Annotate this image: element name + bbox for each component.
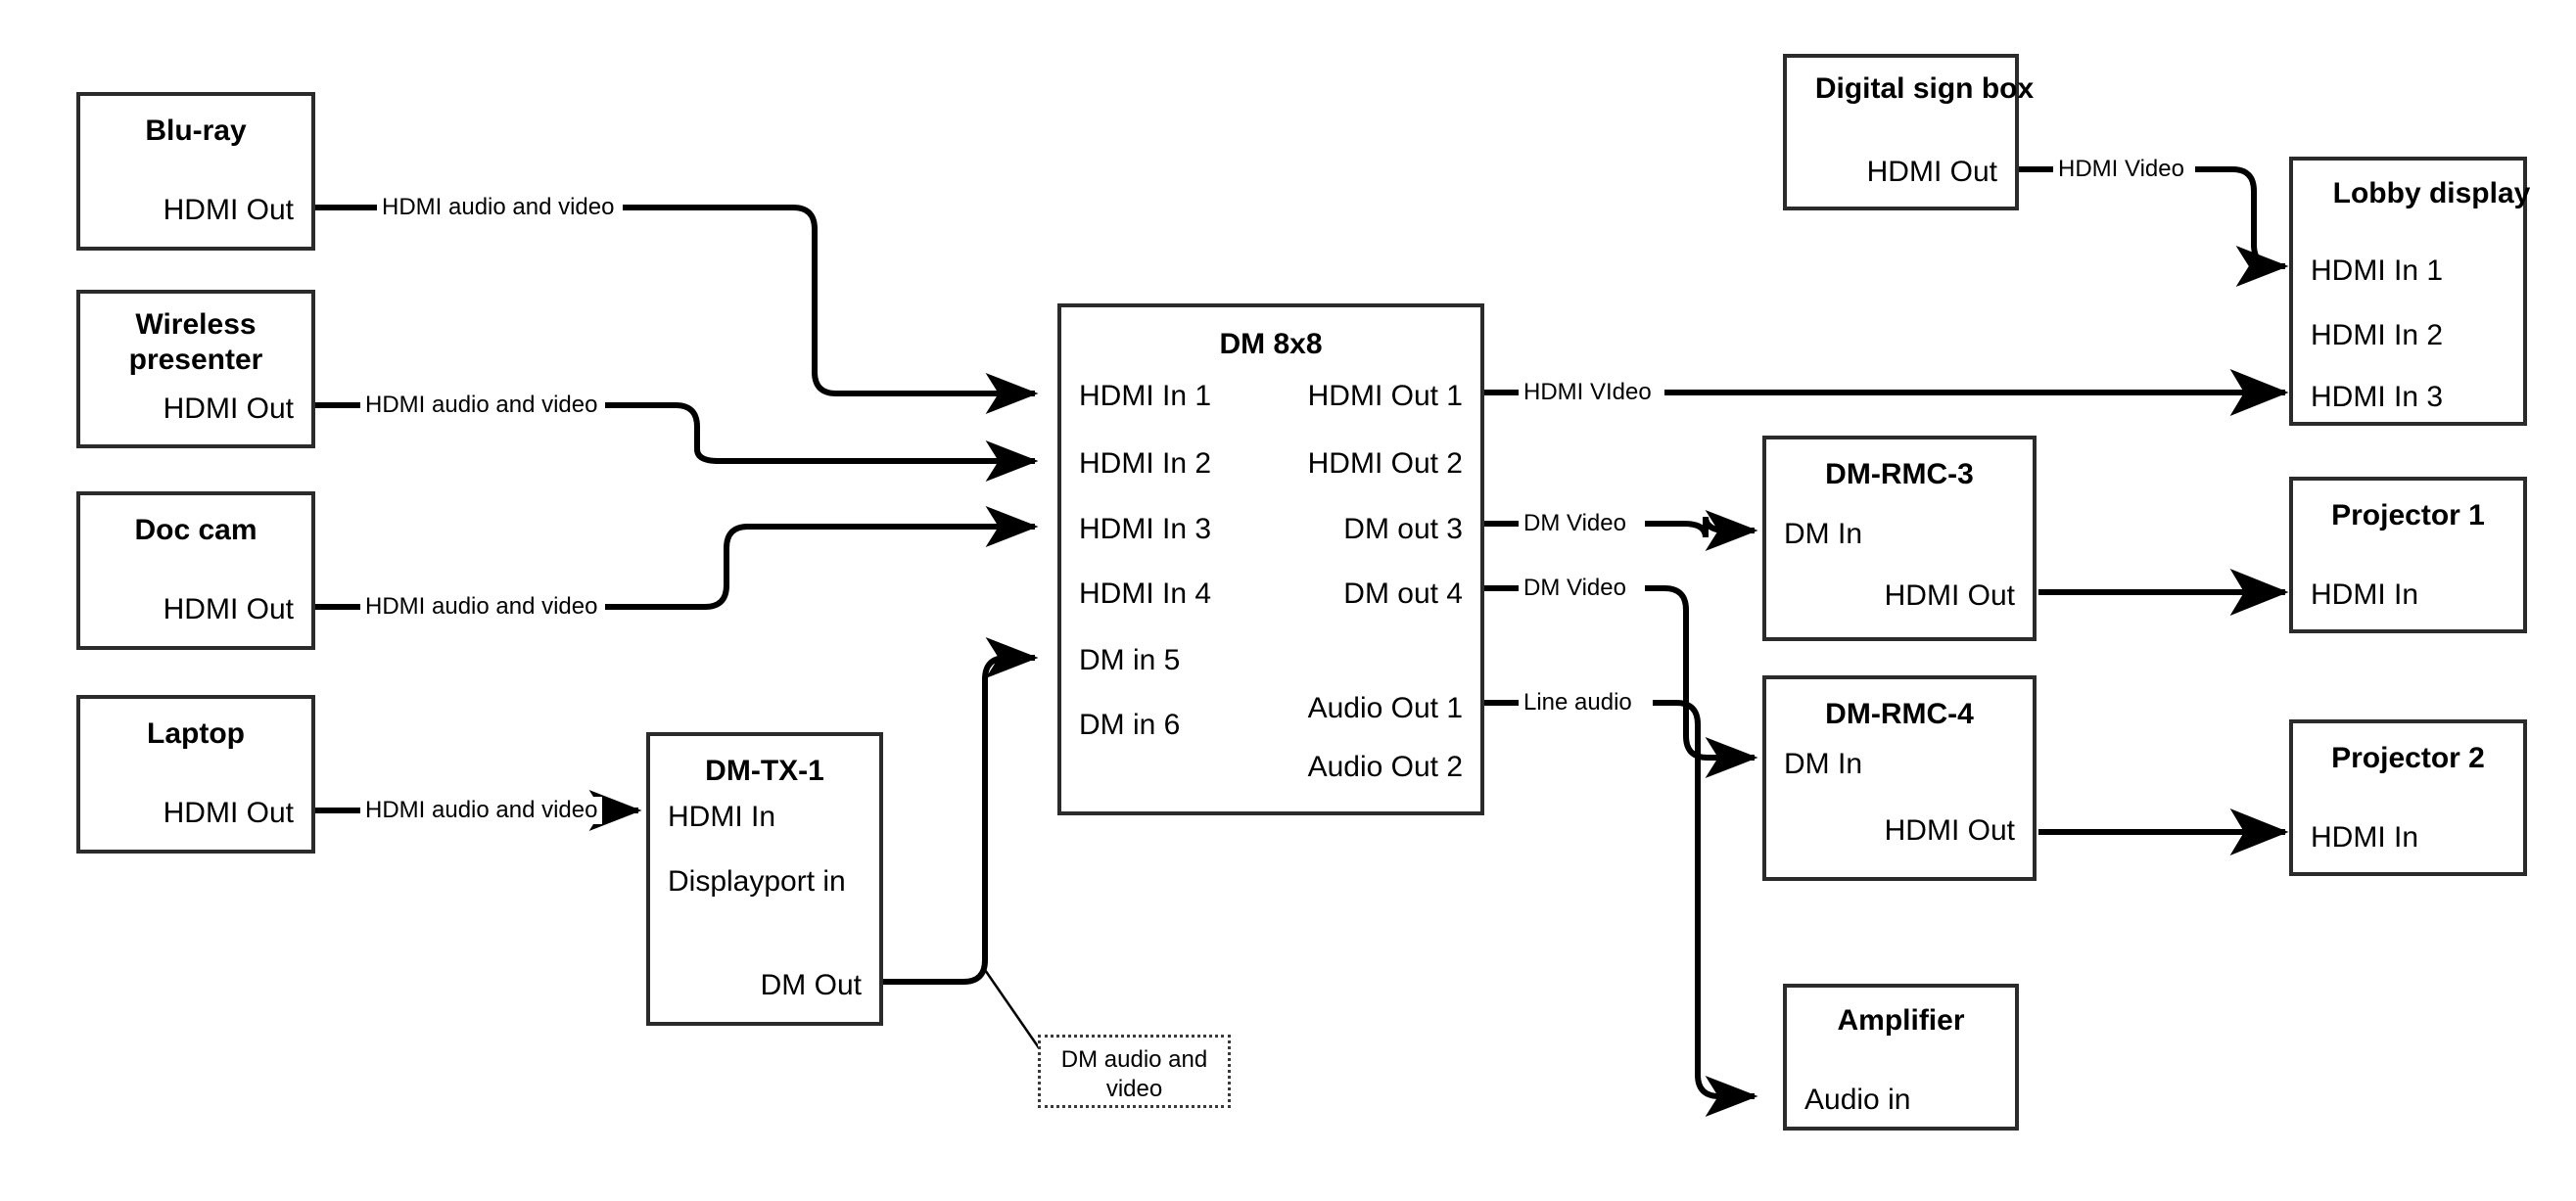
wire-label-laptop-to-dmtx1: HDMI audio and video [360,797,603,824]
wire-dm8x8-audio1-to-amp [1484,700,1758,1117]
wire-label-dm8x8-audio1-to-amp: Line audio [1519,689,1637,716]
node-projector-2-title: Projector 2 [2331,742,2485,774]
node-dm-8x8[interactable]: DM 8x8 HDMI In 1 HDMI In 2 HDMI In 3 HDM… [1057,303,1484,815]
wire-dmtx1-to-dm8x8 [883,637,1039,985]
node-amplifier-title: Amplifier [1837,1004,1965,1037]
node-dm-tx-1-title: DM-TX-1 [705,755,824,787]
node-lobby-display[interactable]: Lobby display HDMI In 1 HDMI In 2 HDMI I… [2289,157,2530,426]
node-dm-8x8-port-hdmi-out-2: HDMI Out 2 [1307,447,1463,480]
wire-label-doccam-to-dm8x8: HDMI audio and video [360,593,603,621]
node-amplifier-port-audio-in: Audio in [1804,1084,1911,1116]
wire-bluray-to-dm8x8 [315,205,1039,414]
node-bluray[interactable]: Blu-ray HDMI Out [76,92,315,251]
node-dm-tx-1-port-displayport-in: Displayport in [668,865,846,898]
wire-dm8x8-out4-to-rmc4 [1484,585,1758,778]
node-projector-1-port-hdmi-in: HDMI In [2311,578,2419,611]
node-dm-8x8-port-hdmi-out-1: HDMI Out 1 [1307,380,1463,412]
node-dm-8x8-port-dm-out-4: DM out 4 [1343,577,1463,610]
node-projector-1[interactable]: Projector 1 HDMI In [2289,477,2527,633]
node-lobby-display-port-hdmi-in-3: HDMI In 3 [2311,381,2444,413]
node-projector-1-title: Projector 1 [2331,499,2485,531]
node-wireless-presenter-port-hdmi-out: HDMI Out [163,393,294,425]
node-lobby-display-port-hdmi-in-1: HDMI In 1 [2311,254,2444,287]
wire-signbox-to-lobby [2019,166,2289,287]
node-dm-8x8-port-hdmi-in-4: HDMI In 4 [1079,577,1212,610]
node-laptop[interactable]: Laptop HDMI Out [76,695,315,854]
node-dm-8x8-port-dm-out-3: DM out 3 [1343,513,1463,545]
node-digital-sign-box-title: Digital sign box [1814,72,2035,105]
node-laptop-title: Laptop [147,717,245,750]
node-dm-rmc-4-port-hdmi-out: HDMI Out [1884,814,2015,847]
node-dm-rmc-3[interactable]: DM-RMC-3 DM In HDMI Out [1762,436,2037,641]
node-bluray-title: Blu-ray [145,115,247,147]
node-projector-2[interactable]: Projector 2 HDMI In [2289,719,2527,876]
node-dm-rmc-4-port-dm-in: DM In [1784,748,1863,780]
wire-label-dm8x8-out1-to-lobby: HDMI VIdeo [1519,379,1657,406]
node-dm-8x8-title: DM 8x8 [1219,328,1323,360]
node-wireless-presenter[interactable]: Wireless presenter HDMI Out [76,290,315,448]
node-dm-8x8-port-hdmi-in-3: HDMI In 3 [1079,513,1212,545]
node-dm-tx-1-port-dm-out: DM Out [760,969,862,1001]
node-lobby-display-title: Lobby display [2332,177,2531,209]
node-dm-8x8-port-dm-in-5: DM in 5 [1079,644,1181,676]
node-dm-8x8-port-dm-in-6: DM in 6 [1079,709,1181,741]
node-dm-rmc-4[interactable]: DM-RMC-4 DM In HDMI Out [1762,675,2037,881]
callout-dm-audio-and-video: DM audio and video [1038,1035,1231,1108]
node-dm-tx-1[interactable]: DM-TX-1 HDMI In Displayport in DM Out [646,732,883,1026]
node-amplifier[interactable]: Amplifier Audio in [1783,984,2019,1131]
node-dm-rmc-4-title: DM-RMC-4 [1825,698,1974,730]
node-digital-sign-box[interactable]: Digital sign box HDMI Out [1783,54,2034,210]
node-dm-8x8-port-hdmi-in-2: HDMI In 2 [1079,447,1212,480]
node-dm-rmc-3-title: DM-RMC-3 [1825,458,1974,490]
node-projector-2-port-hdmi-in: HDMI In [2311,821,2419,854]
node-lobby-display-port-hdmi-in-2: HDMI In 2 [2311,319,2444,351]
wire-label-dm8x8-out4-to-rmc4: DM Video [1519,575,1631,602]
node-doc-cam-port-hdmi-out: HDMI Out [163,593,294,625]
node-dm-8x8-port-hdmi-in-1: HDMI In 1 [1079,380,1212,412]
callout-leader-line [981,966,1042,1050]
node-dm-8x8-port-audio-out-2: Audio Out 2 [1307,751,1463,783]
wire-label-dm8x8-out3-to-rmc3: DM Video [1519,510,1631,537]
node-wireless-presenter-title: Wireless presenter [128,308,263,376]
node-laptop-port-hdmi-out: HDMI Out [163,797,294,829]
node-bluray-port-hdmi-out: HDMI Out [163,194,294,226]
node-dm-rmc-3-port-hdmi-out: HDMI Out [1884,579,2015,612]
node-dm-rmc-3-port-dm-in: DM In [1784,518,1863,550]
wire-label-bluray-to-dm8x8: HDMI audio and video [377,194,620,221]
wire-label-signbox-to-lobby: HDMI Video [2053,156,2189,183]
node-digital-sign-box-port-hdmi-out: HDMI Out [1866,156,1997,188]
wire-label-wireless-to-dm8x8: HDMI audio and video [360,392,603,419]
node-dm-8x8-port-audio-out-1: Audio Out 1 [1307,692,1463,724]
node-doc-cam-title: Doc cam [134,514,258,546]
node-dm-tx-1-port-hdmi-in: HDMI In [668,801,776,833]
callout-text: DM audio and video [1060,1046,1208,1102]
node-doc-cam[interactable]: Doc cam HDMI Out [76,491,315,650]
